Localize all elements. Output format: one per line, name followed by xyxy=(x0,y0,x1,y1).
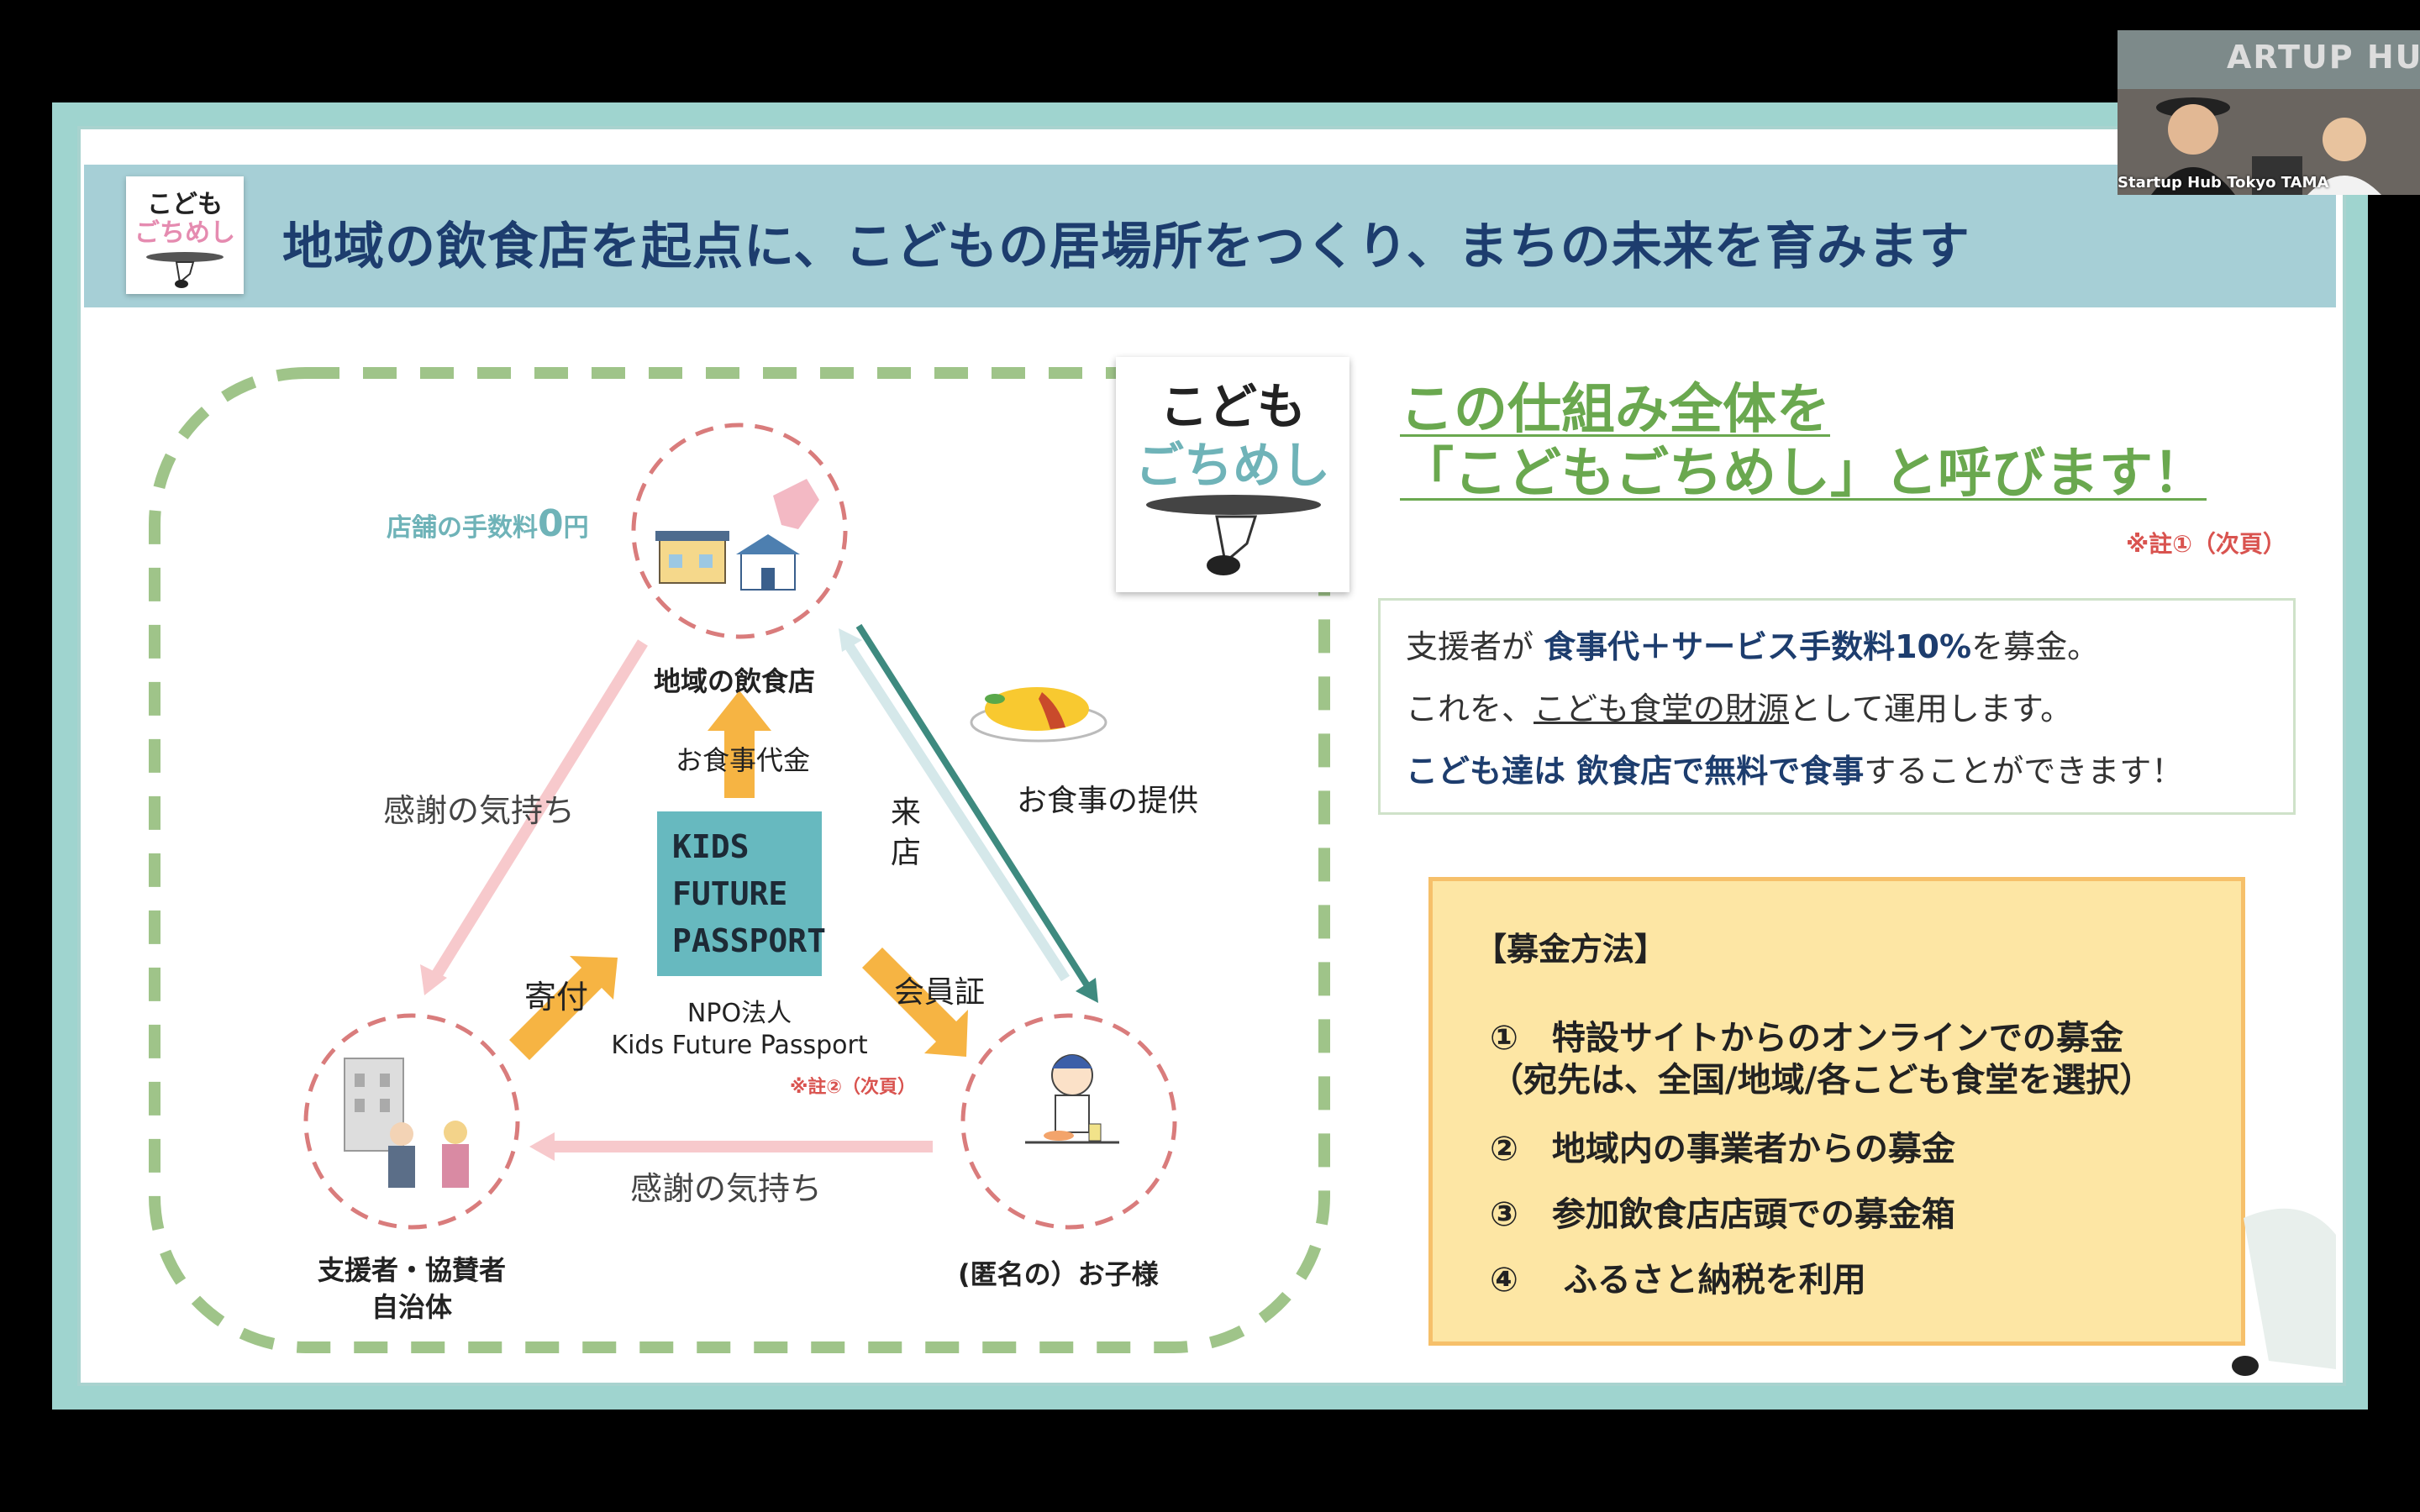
plate-icon xyxy=(146,252,224,288)
donation-arrow xyxy=(509,956,618,1060)
npo-line1: NPO法人 xyxy=(687,999,792,1028)
restaurant-illustration xyxy=(655,479,819,591)
title-banner xyxy=(84,165,2336,307)
fund-item-1-sub: （宛先は、全国/地域/各こども食堂を選択） xyxy=(1490,1061,2154,1100)
kfp-logo-box xyxy=(657,811,822,976)
membership-arrow xyxy=(862,948,968,1057)
donation-label: 寄付 xyxy=(524,979,589,1016)
info-line1: 支援者が 食事代＋サービス手数料10%を募金。 xyxy=(1406,621,2099,667)
meal-fee-arrow xyxy=(708,690,771,798)
info-line3-a: こども達は 飲食店で無料で食事 xyxy=(1406,753,1865,790)
meal-provide-arrow-head xyxy=(1076,978,1098,1003)
big-logo-line1: こども xyxy=(1159,378,1306,435)
omelet-rice-icon xyxy=(970,687,1107,743)
info-line1-c: を募金。 xyxy=(1971,628,2100,665)
video-caption: Startup Hub Tokyo TAMA xyxy=(2118,174,2329,192)
fee-label-unit: 円 xyxy=(563,513,589,543)
fee-label: 店舗の手数料0円 xyxy=(387,502,589,545)
supporter-circle xyxy=(303,1013,520,1230)
fund-title: 【募金方法】 xyxy=(1475,931,1667,968)
supporter-line1: 支援者・協賛者 xyxy=(317,1254,506,1286)
info-line2-a: これを、 xyxy=(1406,690,1534,727)
headline-line2: 「こどもごちめし」と呼びます！ xyxy=(1400,443,2207,505)
big-plate-icon xyxy=(1146,495,1321,575)
page-title: 地域の飲食店を起点に、こどもの居場所をつくり、まちの未来を育みます xyxy=(282,218,1970,276)
headline-line1: この仕組み全体を xyxy=(1400,379,1830,441)
info-line2-b: こども食堂の財源 xyxy=(1534,690,1790,727)
logo-line1: こども xyxy=(147,190,223,219)
video-background-wall xyxy=(2118,30,2420,89)
npo-label: NPO法人 Kids Future Passport xyxy=(605,998,874,1062)
kfp-line3: PASSPORT xyxy=(672,922,827,959)
meal-fee-label: お食事代金 xyxy=(676,744,811,776)
visit-arrow-head xyxy=(839,628,862,652)
big-logo-line2: ごちめし xyxy=(1134,437,1330,494)
restaurant-label: 地域の飲食店 xyxy=(654,665,816,697)
dashed-frame xyxy=(149,367,1330,1353)
visit-label-1: 来 xyxy=(891,795,922,830)
video-participant-thumbnail[interactable]: ARTUP HUB Startup Hub Tokyo TAMA xyxy=(2118,30,2420,195)
info-box: 支援者が 食事代＋サービス手数料10%を募金。 これを、こども食堂の財源として運… xyxy=(1378,598,2296,815)
fee-label-text: 店舗の手数料 xyxy=(387,513,538,543)
info-line1-b: 食事代＋サービス手数料10% xyxy=(1544,628,1972,665)
thanks-label-left: 感謝の気持ち xyxy=(383,792,576,829)
video-sign-text: ARTUP HUB xyxy=(2227,39,2420,76)
membership-label: 会員証 xyxy=(894,975,986,1010)
child-label: (匿名の）お子様 xyxy=(958,1258,1159,1290)
child-illustration xyxy=(1025,1054,1119,1144)
kfp-line1: KIDS xyxy=(672,828,750,865)
diagram-graphics xyxy=(149,367,1330,1353)
logo-line2: ごちめし xyxy=(134,218,235,248)
npo-line2: Kids Future Passport xyxy=(611,1031,868,1060)
fund-item-3: ③ 参加飲食店店頭での募金箱 xyxy=(1490,1195,1955,1234)
supporter-label: 支援者・協賛者 自治体 xyxy=(277,1252,546,1326)
fundraising-box: 【募金方法】 ① 特設サイトからのオンラインでの募金 （宛先は、全国/地域/各こ… xyxy=(1428,877,2245,1346)
info-line2-c: として運用します。 xyxy=(1789,690,2073,727)
info-line3-b: することができます！ xyxy=(1864,753,2184,790)
visit-arrow xyxy=(842,639,1071,982)
supporter-illustration xyxy=(344,1058,469,1188)
flow-diagram: 店舗の手数料0円 地域の飲食店 お食事代金 来 店 お食事の提供 感謝の気持ち … xyxy=(134,353,1344,1378)
note2: ※註②（次頁） xyxy=(790,1077,917,1098)
supporter-line2: 自治体 xyxy=(371,1291,452,1323)
kfp-line2: FUTURE xyxy=(672,875,788,912)
kodomo-gochimeshi-logo: こども ごちめし xyxy=(1116,357,1349,592)
note1: ※註①（次頁） xyxy=(2126,530,2286,558)
info-line2: これを、こども食堂の財源として運用します。 xyxy=(1406,683,2072,729)
fee-label-zero: 0 xyxy=(538,502,564,545)
video-people xyxy=(2151,97,2381,195)
info-line3: こども達は 飲食店で無料で食事することができます！ xyxy=(1406,745,2183,791)
kfp-logo-text: KIDS FUTURE PASSPORT xyxy=(672,823,826,964)
decorative-plate-icon xyxy=(2232,1208,2336,1376)
info-line1-a: 支援者が xyxy=(1406,628,1544,665)
thanks-arrow-bottom-head xyxy=(529,1132,555,1161)
thanks-arrow-left-head xyxy=(420,964,447,995)
kodomo-gochimeshi-logo-small: こども ごちめし xyxy=(126,176,244,294)
meal-provide-label: お食事の提供 xyxy=(1017,784,1199,818)
visit-label-2: 店 xyxy=(891,836,922,870)
fund-item-4: ④ ふるさと納税を利用 xyxy=(1490,1261,1866,1299)
thanks-label-bottom: 感謝の気持ち xyxy=(630,1170,823,1207)
fund-item-1: ① 特設サイトからのオンラインでの募金 xyxy=(1490,1019,2123,1058)
meal-provide-arrow xyxy=(855,623,1092,990)
fund-item-2: ② 地域内の事業者からの募金 xyxy=(1490,1130,1955,1168)
thanks-arrow-left xyxy=(432,639,648,978)
